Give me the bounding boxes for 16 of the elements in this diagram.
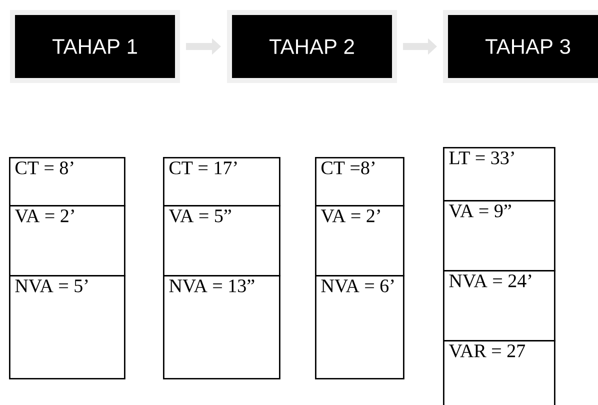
table-cell: VA = 2’ [9,205,126,276]
table-cell: CT = 8’ [9,157,126,206]
table-cell: LT = 33’ [443,147,556,202]
stage-box: TAHAP 3 [443,10,598,83]
table-cell: CT = 17’ [163,157,280,206]
table-cell: VA = 5” [163,205,280,276]
table-cell: NVA = 13” [163,275,280,380]
table-cell: CT =8’ [315,157,404,206]
table-cell: VA = 9” [443,200,556,272]
stage-box: TAHAP 1 [10,10,180,83]
table-cell: NVA = 6’ [315,275,404,380]
table-cell: VA = 2’ [315,205,404,276]
table-cell: NVA = 24’ [443,270,556,342]
table-cell: NVA = 5’ [9,275,126,380]
stage-box: TAHAP 2 [227,10,397,83]
table-cell: VAR = 27 [443,340,556,405]
